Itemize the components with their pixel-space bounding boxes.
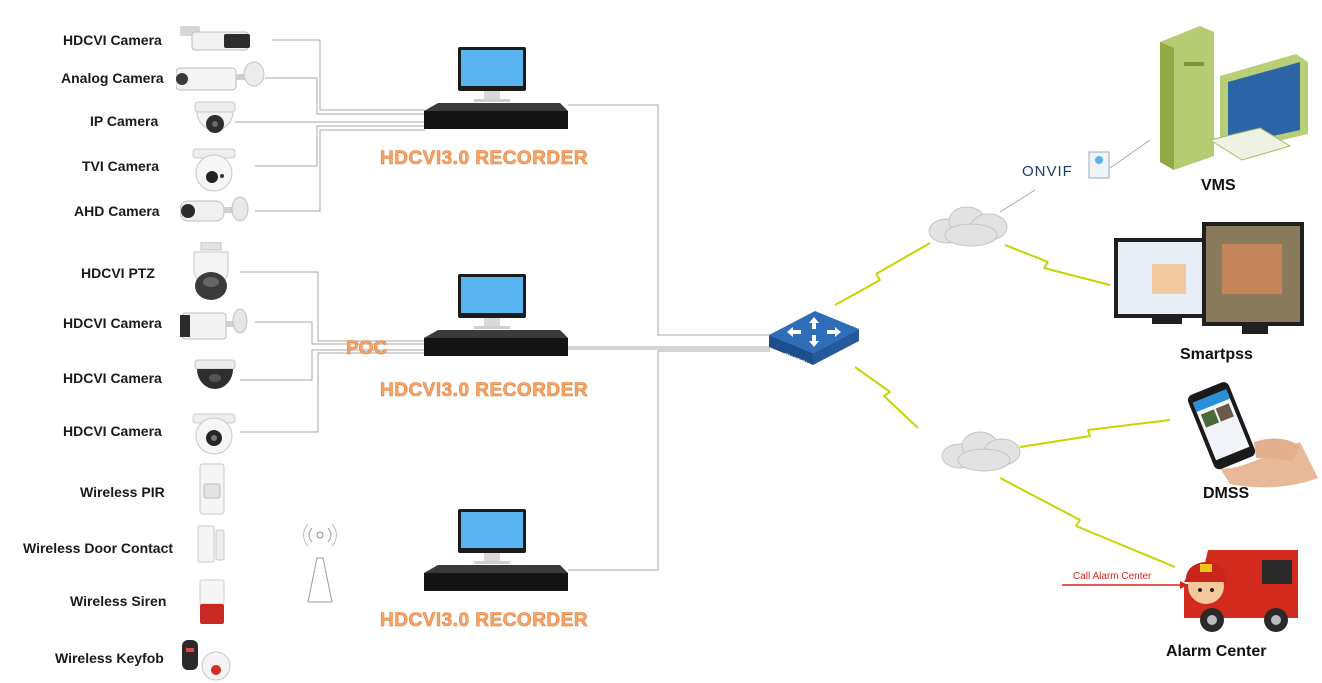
vms-label: VMS <box>1201 177 1236 194</box>
device-label-ip-camera: IP Camera <box>90 113 159 129</box>
smartpss-monitors-icon <box>1114 222 1304 334</box>
eyeball-camera-icon <box>192 413 236 455</box>
device-label-wireless-siren: Wireless Siren <box>70 593 167 609</box>
dome-camera-icon <box>194 359 236 389</box>
document-icon <box>1088 151 1110 179</box>
call-alarm-center-label: Call Alarm Center <box>1073 571 1152 582</box>
cloud-icon <box>941 431 1021 472</box>
device-label-hdcvi-camera-1: HDCVI Camera <box>63 32 162 48</box>
fire-truck-icon <box>1184 550 1298 632</box>
eyeball-camera-icon <box>192 148 236 192</box>
device-label-tvi-camera: TVI Camera <box>82 158 160 174</box>
device-label-hdcvi-camera-3: HDCVI Camera <box>63 370 162 386</box>
siren-icon <box>199 579 225 624</box>
keyfob-icon <box>182 640 231 681</box>
device-label-wireless-keyfob: Wireless Keyfob <box>55 650 164 666</box>
device-label-analog-camera: Analog Camera <box>61 70 164 86</box>
bullet-camera-icon <box>180 196 249 222</box>
wireless-antenna-icon <box>303 523 337 603</box>
recorder-1-label: HDCVI3.0 RECORDER <box>380 148 589 170</box>
door-contact-icon <box>197 525 225 563</box>
ptz-camera-icon <box>193 242 229 300</box>
cloud-icon <box>928 206 1008 247</box>
switch-icon: SWITCH <box>769 311 859 369</box>
recorder-1-icon <box>424 47 568 129</box>
smartphone-icon <box>1187 382 1318 488</box>
recorder-2-label: HDCVI3.0 RECORDER <box>380 380 589 402</box>
pir-sensor-icon <box>199 463 225 515</box>
device-label-wireless-pir: Wireless PIR <box>80 484 165 500</box>
device-label-hdcvi-camera-2: HDCVI Camera <box>63 315 162 331</box>
onvif-logo: ONVIF <box>1022 163 1073 180</box>
device-label-hdcvi-camera-4: HDCVI Camera <box>63 423 162 439</box>
vms-computer-icon <box>1160 26 1308 170</box>
bullet-camera-icon <box>180 26 250 51</box>
device-label-wireless-door-contact: Wireless Door Contact <box>23 540 174 556</box>
alarm-center-label: Alarm Center <box>1166 643 1267 660</box>
bullet-camera-icon <box>180 308 248 340</box>
recorder-3-icon <box>424 509 568 591</box>
recorder-2-icon <box>424 274 568 356</box>
smartpss-label: Smartpss <box>1180 346 1253 363</box>
device-label-hdcvi-ptz: HDCVI PTZ <box>81 265 155 281</box>
dome-camera-icon <box>194 101 236 133</box>
recorder-3-label: HDCVI3.0 RECORDER <box>380 610 589 632</box>
poc-label: POC <box>346 338 388 360</box>
dmss-label: DMSS <box>1203 485 1250 502</box>
bullet-camera-icon <box>176 61 265 91</box>
device-label-ahd-camera: AHD Camera <box>74 203 160 219</box>
